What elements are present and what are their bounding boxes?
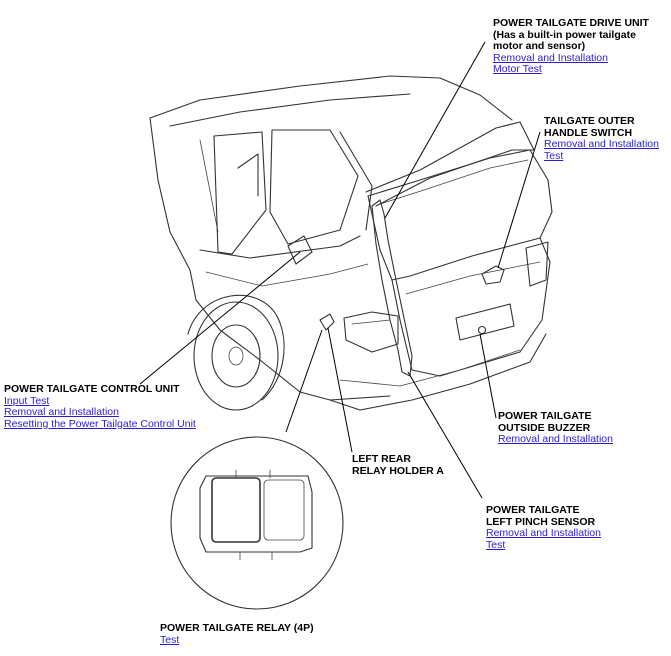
callout-relay-holder-title: LEFT REAR RELAY HOLDER A — [352, 453, 444, 477]
drive-unit-removal-link[interactable]: Removal and Installation — [493, 51, 608, 64]
callout-outside-buzzer: POWER TAILGATE OUTSIDE BUZZER Removal an… — [498, 410, 613, 446]
handle-switch-test-link[interactable]: Test — [544, 149, 564, 162]
relay-test-link[interactable]: Test — [160, 633, 180, 646]
handle-switch-removal-link[interactable]: Removal and Installation — [544, 138, 659, 150]
pinch-sensor-removal-link[interactable]: Removal and Installation — [486, 527, 601, 539]
leader-lines — [139, 41, 541, 499]
pinch-sensor-test-link[interactable]: Test — [486, 538, 506, 551]
vehicle-illustration — [149, 75, 553, 411]
callout-outer-handle-switch: TAILGATE OUTER HANDLE SWITCH Removal and… — [544, 115, 659, 162]
callout-relay-holder: LEFT REAR RELAY HOLDER A — [352, 453, 444, 477]
callout-relay-title: POWER TAILGATE RELAY (4P) — [160, 622, 314, 634]
drive-unit-motor-test-link[interactable]: Motor Test — [493, 63, 542, 75]
callout-outer-handle-switch-title: TAILGATE OUTER HANDLE SWITCH — [544, 115, 635, 139]
callout-pinch-sensor-title: POWER TAILGATE LEFT PINCH SENSOR — [486, 504, 596, 528]
control-unit-removal-link[interactable]: Removal and Installation — [4, 406, 119, 418]
callout-pinch-sensor: POWER TAILGATE LEFT PINCH SENSOR Removal… — [486, 504, 601, 551]
callout-drive-unit: POWER TAILGATE DRIVE UNIT (Has a built-i… — [493, 17, 649, 76]
control-unit-reset-link[interactable]: Resetting the Power Tailgate Control Uni… — [4, 417, 196, 430]
control-unit-input-test-link[interactable]: Input Test — [4, 394, 50, 407]
callout-control-unit: POWER TAILGATE CONTROL UNIT Input Test R… — [4, 383, 196, 430]
callout-outside-buzzer-title: POWER TAILGATE OUTSIDE BUZZER — [498, 410, 592, 434]
callout-relay: POWER TAILGATE RELAY (4P) Test — [160, 622, 314, 646]
callout-drive-unit-title: POWER TAILGATE DRIVE UNIT (Has a built-i… — [493, 17, 649, 52]
callout-control-unit-title: POWER TAILGATE CONTROL UNIT — [4, 383, 180, 395]
relay-inset — [170, 436, 344, 610]
buzzer-removal-link[interactable]: Removal and Installation — [498, 433, 613, 445]
